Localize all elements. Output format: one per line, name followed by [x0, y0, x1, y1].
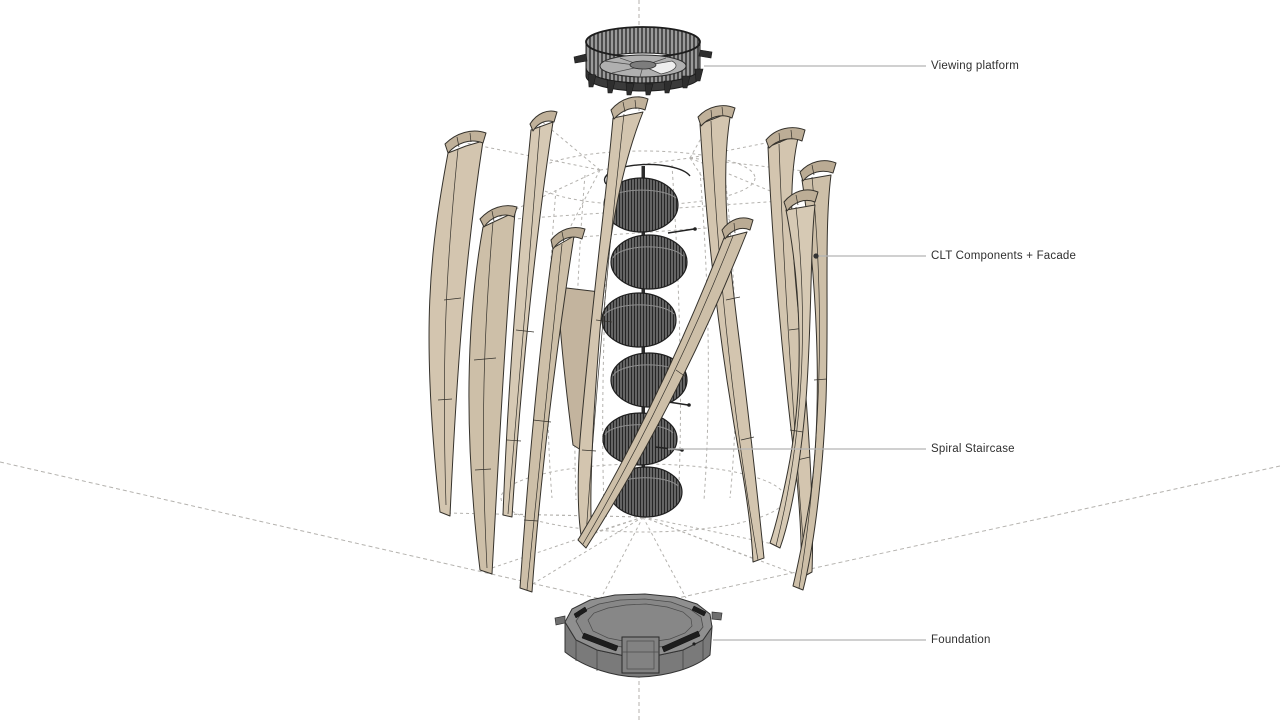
- ground-guide-left: [0, 461, 637, 608]
- foundation-facets: [575, 640, 704, 671]
- slat-left-3: [502, 110, 558, 518]
- label-clt-components-facade: CLT Components + Facade: [931, 250, 1077, 262]
- label-viewing-platform: Viewing platform: [931, 60, 1020, 72]
- ground-guide-right: [645, 465, 1280, 606]
- viewing-platform-drawing: [573, 26, 713, 96]
- platform-hub: [629, 60, 657, 70]
- slat-left-1: [428, 130, 487, 517]
- clt-facade-front-slats-drawing: [577, 96, 754, 549]
- spiral-staircase-drawing: [601, 163, 697, 518]
- slat-left-2: [468, 205, 518, 575]
- foundation-tab-right: [711, 611, 723, 621]
- slat-right-4: [769, 189, 819, 549]
- label-foundation: Foundation: [931, 634, 991, 646]
- foundation-connector: [621, 636, 660, 674]
- platform-floor-gap: [641, 60, 677, 75]
- foundation-top-inner-ring-2: [587, 603, 693, 643]
- label-spiral-staircase: Spiral Staircase: [931, 443, 1015, 455]
- slat-center-front: [577, 96, 649, 538]
- foundation-bolt: [692, 642, 696, 646]
- slat-left-4: [519, 226, 586, 593]
- leader-dot-clt: [813, 253, 819, 259]
- ghost-ring-top: [530, 150, 756, 206]
- foundation-tab-left: [554, 615, 566, 626]
- slat-right-5: [792, 160, 837, 591]
- foundation-drawing: [554, 593, 723, 678]
- foundation-slots: [573, 605, 707, 653]
- platform-tab-left: [573, 53, 588, 64]
- platform-tab-right: [698, 49, 713, 59]
- annotation-leaders: [668, 65, 926, 641]
- staircase-top-railing: [603, 163, 691, 185]
- platform-brackets: [587, 68, 704, 96]
- ghost-fan-bottom: [445, 512, 802, 601]
- slat-diagonal-front: [577, 217, 754, 549]
